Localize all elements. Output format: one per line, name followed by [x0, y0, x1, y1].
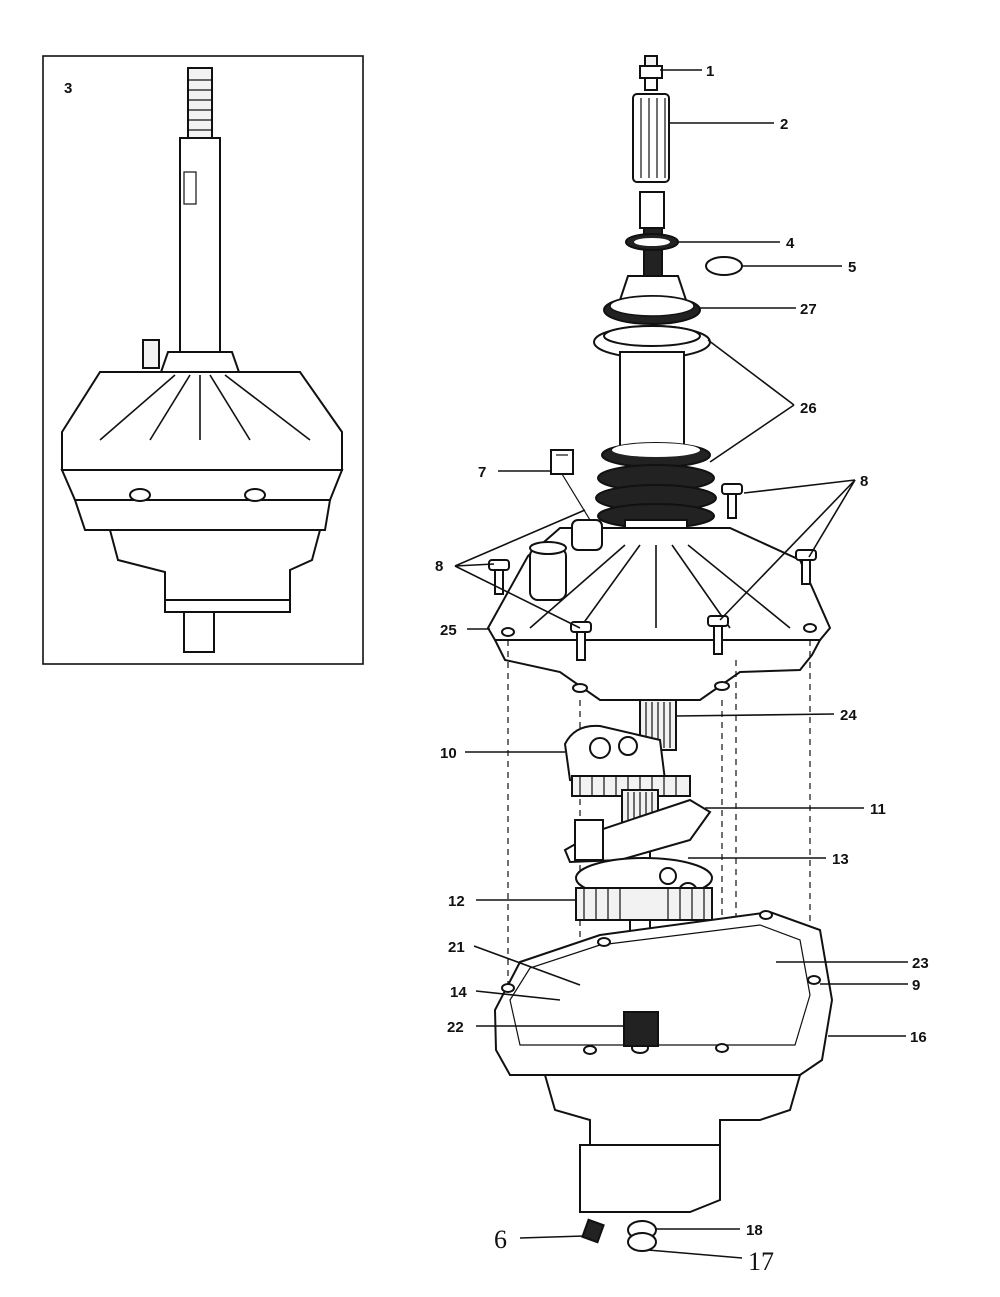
callout-25: 25: [440, 622, 457, 639]
part-12-gear: [575, 857, 713, 921]
callout-17: 17: [748, 1247, 774, 1276]
part-16-lower-housing: [493, 910, 834, 1213]
part-8-bolts: [488, 483, 817, 661]
assembled-inset: 3: [42, 55, 364, 665]
callout-18: 18: [746, 1222, 763, 1239]
callout-23: 23: [912, 955, 929, 972]
callout-27: 27: [800, 301, 817, 318]
callout-1: 1: [706, 63, 714, 80]
callout-21: 21: [448, 939, 465, 956]
inset-label: 3: [64, 80, 72, 97]
exploded-view: [486, 55, 834, 1252]
part-26-bearing-upper: [593, 325, 711, 359]
part-27-seal: [603, 295, 701, 325]
callout-12: 12: [448, 893, 465, 910]
callout-22: 22: [447, 1019, 464, 1036]
callout-14: 14: [450, 984, 467, 1001]
leader-lines: [454, 69, 908, 1259]
callout-5: 5: [848, 259, 856, 276]
callout-6: 6: [494, 1225, 507, 1254]
callout-16: 16: [910, 1029, 927, 1046]
callout-labels: 1 2 4 5 27 26 7 8 8 25 24 10 11 13 12 21…: [435, 63, 929, 1276]
part-5-washer: [705, 256, 743, 276]
callout-13: 13: [832, 851, 849, 868]
callout-8-right: 8: [860, 473, 868, 490]
callout-11: 11: [870, 801, 886, 818]
part-2-sleeve: [632, 93, 670, 183]
inset-assembly-drawing: [60, 67, 344, 653]
callout-8-left: 8: [435, 558, 443, 575]
callout-26-upper: 26: [800, 400, 817, 417]
part-17-18-cap: [627, 1220, 657, 1252]
callout-9: 9: [912, 977, 920, 994]
part-25-upper-housing: [486, 519, 832, 701]
callout-7: 7: [478, 464, 486, 481]
callout-10: 10: [440, 745, 457, 762]
callout-4: 4: [786, 235, 795, 252]
callout-2: 2: [780, 116, 788, 133]
part-7-block: [550, 449, 574, 475]
part-6-screw: [581, 1218, 605, 1244]
part-1-nut: [639, 55, 663, 91]
callout-24: 24: [840, 707, 857, 724]
